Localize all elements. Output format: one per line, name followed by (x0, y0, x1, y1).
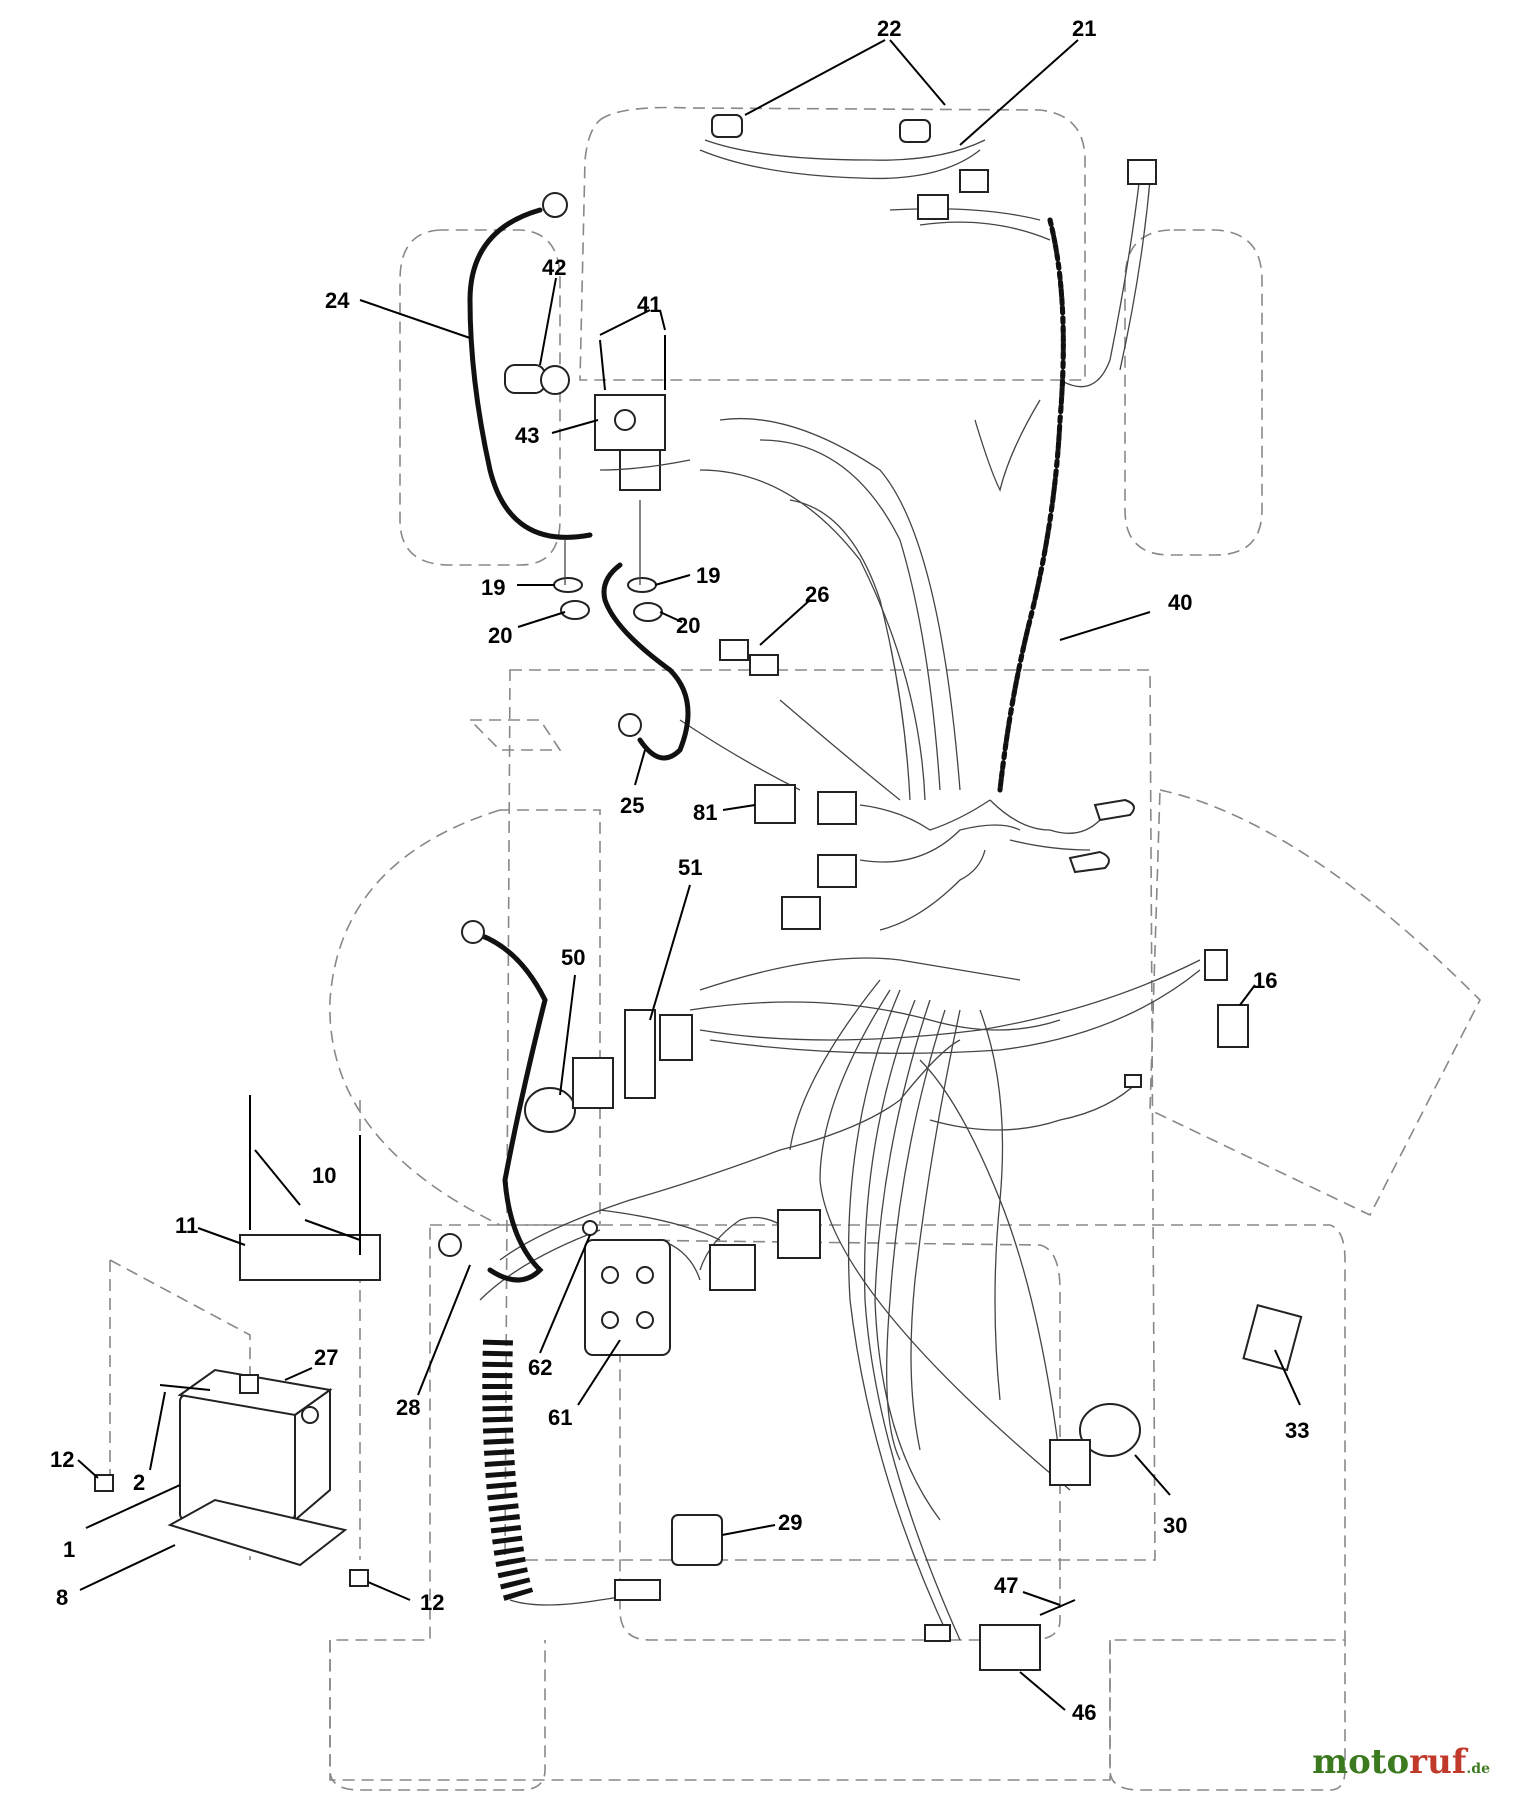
callout-labels: 22 21 24 42 41 43 19 19 20 20 26 40 25 8… (50, 16, 1309, 1725)
battery-cable-28 (477, 932, 548, 1283)
headlight-right (899, 119, 931, 143)
connector-top-right (1127, 159, 1157, 185)
headlight-left (711, 114, 743, 138)
battery-cables (438, 192, 691, 1283)
tray-8 (167, 1498, 348, 1567)
watermark-part2: ruf (1409, 1742, 1467, 1782)
wire-harness (479, 139, 1201, 1641)
switch-16 (1217, 1004, 1249, 1048)
callout-24: 24 (325, 288, 350, 313)
lower-right-parts (614, 1304, 1303, 1671)
callout-50: 50 (561, 945, 585, 970)
callout-62: 62 (528, 1355, 552, 1380)
callout-51: 51 (678, 855, 702, 880)
callout-61: 61 (548, 1405, 572, 1430)
washer-19-right (627, 577, 657, 593)
callout-41: 41 (637, 292, 661, 317)
callout-27: 27 (314, 1345, 338, 1370)
nut-20-right (633, 602, 663, 622)
callout-40: 40 (1168, 590, 1192, 615)
connector-29 (671, 1514, 723, 1566)
watermark-logo: motoruf.de (1312, 1742, 1490, 1782)
rear-left-wheel-outline (329, 1640, 546, 1791)
callout-16: 16 (1253, 968, 1277, 993)
seat-outline (619, 1239, 1061, 1641)
callout-11: 11 (175, 1213, 198, 1238)
callout-33: 33 (1285, 1418, 1309, 1443)
nut-12-right (349, 1569, 369, 1587)
battery-assembly (94, 1095, 381, 1587)
switch-30 (1079, 1403, 1141, 1457)
callout-47: 47 (994, 1573, 1018, 1598)
headlight-assembly (711, 114, 1157, 220)
battery-cable-25 (601, 562, 691, 761)
callout-8: 8 (56, 1585, 68, 1610)
part-33 (1242, 1304, 1303, 1372)
clip-27 (239, 1374, 259, 1394)
hold-down-11 (239, 1234, 381, 1281)
callout-29: 29 (778, 1510, 802, 1535)
battery-cable-24 (467, 207, 593, 540)
hour-meter-46 (979, 1624, 1041, 1671)
solenoid-assembly (504, 335, 691, 622)
callout-10: 10 (312, 1163, 336, 1188)
knob-50 (524, 1087, 576, 1133)
connector-21a (917, 194, 949, 220)
rear-conduit (482, 1339, 535, 1605)
callout-19-right: 19 (696, 563, 720, 588)
nut-20-left (560, 600, 590, 620)
leader-lines (77, 39, 1301, 1711)
right-deck-outline (1149, 789, 1481, 1217)
mid-connectors (719, 639, 1249, 1088)
callout-2: 2 (133, 1470, 145, 1495)
callout-25: 25 (620, 793, 644, 818)
hood-outline (579, 106, 1086, 381)
relay-81 (754, 784, 796, 824)
panel-51 (624, 1009, 656, 1099)
left-deck-outline (329, 809, 601, 1226)
callout-42: 42 (542, 255, 566, 280)
callout-12-left: 12 (50, 1447, 74, 1472)
rear-frame-outline (329, 1224, 1346, 1781)
left-front-wheel-outline (399, 229, 561, 566)
nut-12-left (94, 1474, 114, 1492)
connector-21b (959, 169, 989, 193)
fuse-47 (1039, 1599, 1076, 1616)
harness-conduit-40 (997, 217, 1066, 793)
switch-50 (572, 1057, 614, 1109)
right-front-wheel-outline (1124, 229, 1263, 556)
washer-19-left (553, 577, 583, 593)
callout-12-right: 12 (420, 1590, 444, 1615)
callout-21: 21 (1072, 16, 1096, 41)
battery-1 (179, 1394, 296, 1521)
callout-81: 81 (693, 800, 717, 825)
key-switch-assembly (582, 1220, 671, 1356)
dash-panel-outline (468, 719, 562, 751)
ignition-area (524, 1009, 821, 1291)
callout-28: 28 (396, 1395, 420, 1420)
callout-26: 26 (805, 582, 829, 607)
callout-20-left: 20 (488, 623, 512, 648)
callout-20-right: 20 (676, 613, 700, 638)
callout-1: 1 (63, 1537, 75, 1562)
callout-30: 30 (1163, 1513, 1187, 1538)
tractor-outline (109, 106, 1481, 1791)
callout-43: 43 (515, 423, 539, 448)
key-panel-61 (584, 1239, 671, 1356)
watermark-part1: moto (1312, 1742, 1410, 1782)
grommet-62 (582, 1220, 598, 1236)
bolt-2 (159, 1384, 211, 1391)
callout-19-left: 19 (481, 575, 505, 600)
rear-right-wheel-outline (1109, 1640, 1346, 1791)
callout-46: 46 (1072, 1700, 1096, 1725)
watermark-part3: .de (1466, 1761, 1490, 1777)
frame-outline (504, 669, 1156, 1561)
connector-26 (719, 639, 749, 661)
boot-42 (504, 364, 546, 394)
callout-22: 22 (877, 16, 901, 41)
